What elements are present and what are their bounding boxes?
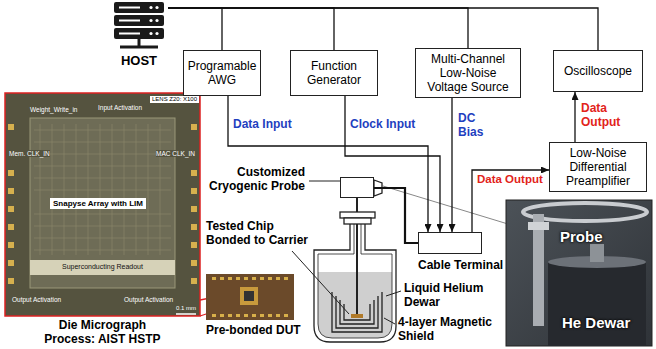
cable-line: [374, 188, 418, 243]
scale-label: 0.1 mm: [176, 305, 196, 312]
signal-label: DC Bias: [458, 112, 492, 140]
node-text: Oscilloscope: [564, 64, 632, 78]
signal-label: Data Input: [233, 118, 292, 132]
amplifier-box: Low-Noise Differential Preamplifier: [549, 142, 647, 192]
lens-label: LENS Z20: X100: [150, 96, 199, 103]
pin-label: Weight_Write_in: [30, 106, 77, 113]
die-micrograph: [5, 93, 200, 316]
pin-label: Output Activation: [12, 296, 61, 303]
node-text: HOST: [110, 53, 168, 68]
dut-photo: [206, 274, 294, 320]
connector: [345, 96, 440, 232]
dewar-drawing: [314, 180, 396, 342]
node-text: Low-Noise Differential Preamplifier: [553, 146, 643, 188]
pin-label: MAC CLK_IN: [156, 150, 195, 157]
caption: Process: AIST HSTP: [5, 333, 200, 347]
connector: [168, 8, 598, 50]
connector: [451, 98, 452, 232]
host-node: HOST: [110, 2, 168, 68]
caption: Pre-bonded DUT: [206, 324, 301, 338]
instrument-box: Function Generator: [290, 50, 378, 96]
node-text: Multi-Channel Low-Noise Voltage Source: [422, 52, 514, 94]
callout-label: Liquid Helium Dewar: [404, 282, 496, 310]
server-icon: [114, 2, 164, 47]
pin-label: Output Activation: [124, 296, 173, 303]
connector: [574, 92, 575, 142]
pin-label: Input Activation: [98, 104, 142, 111]
callout-label: 4-layer Magnetic Shield: [398, 316, 504, 344]
instrument-box: Oscilloscope: [553, 50, 643, 92]
block-label: Superconducting Readout: [62, 263, 143, 271]
caption: Die Micrograph: [5, 319, 200, 333]
terminal-box: Cable Terminal: [418, 232, 482, 254]
block-label: Snapyse Array with LIM: [50, 198, 146, 209]
connector: [168, 8, 222, 50]
instrument-box: Programable AWG: [183, 50, 261, 96]
callout-label: Tested Chip Bonded to Carrier: [206, 220, 310, 248]
lab-photo: [506, 200, 652, 346]
signal-label: Clock Input: [350, 118, 415, 132]
connector: [472, 170, 549, 232]
instrument-box: Multi-Channel Low-Noise Voltage Source: [415, 48, 521, 98]
connector: [168, 8, 334, 50]
node-text: Function Generator: [294, 59, 374, 87]
pin-label: Mem. CLK_IN: [9, 150, 50, 157]
signal-label: Data Output: [477, 173, 543, 186]
connector: [228, 96, 428, 232]
connector: [168, 8, 468, 48]
node-text: Programable AWG: [187, 59, 257, 87]
probe-box: Customized Cryogenic Probe: [340, 177, 374, 198]
node-text: Customized Cryogenic Probe: [201, 165, 305, 193]
signal-label: Data Output: [581, 102, 631, 130]
photo-label: Probe: [560, 228, 603, 245]
node-text: Cable Terminal: [418, 258, 503, 272]
photo-label: He Dewar: [562, 314, 630, 331]
